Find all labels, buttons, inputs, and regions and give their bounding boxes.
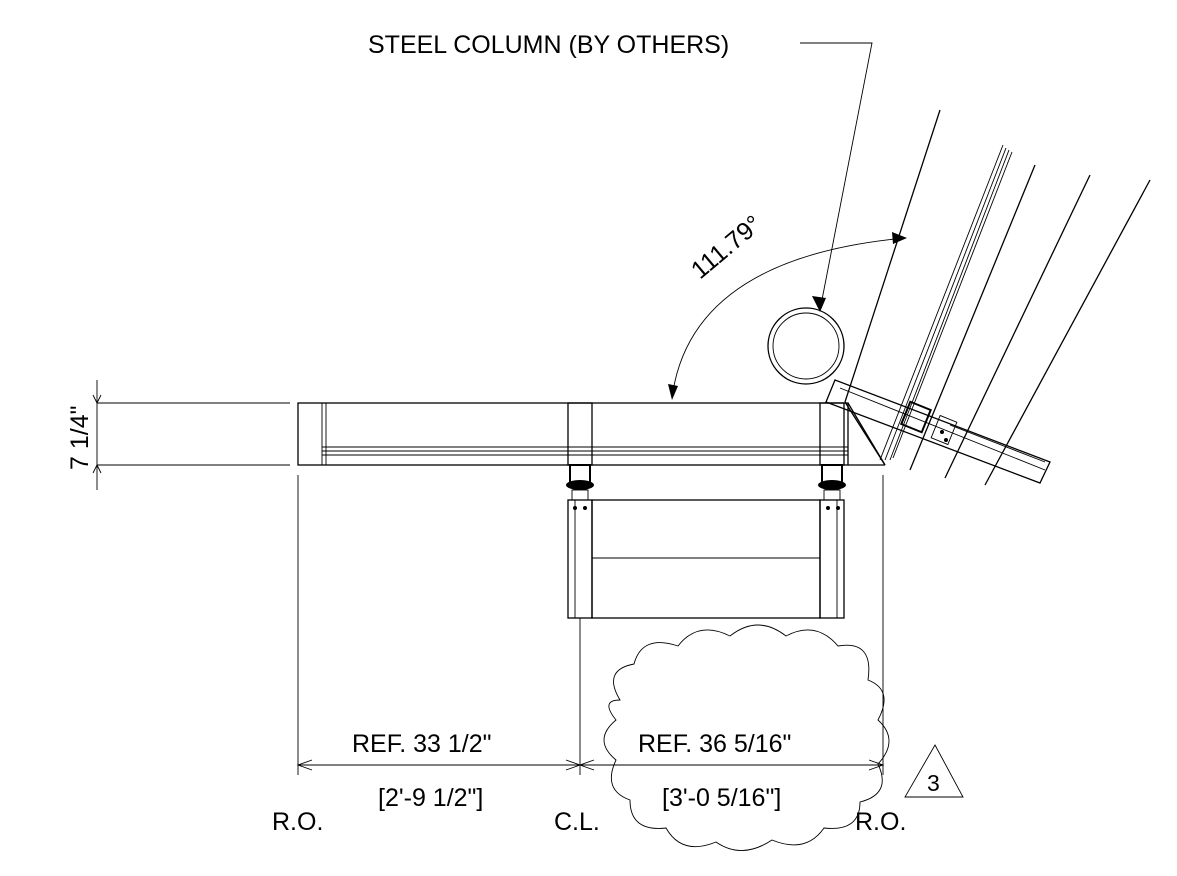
cl-label: C.L.: [554, 808, 600, 836]
height-dimension: [92, 380, 290, 490]
ro-left-label: R.O.: [272, 808, 323, 836]
lower-cabinet: [567, 499, 845, 619]
revision-number: 3: [927, 770, 940, 796]
revision-triangle: [904, 744, 964, 798]
angle-dimension: [668, 232, 907, 400]
horizontal-unit: [297, 402, 886, 466]
revision-cloud: [603, 624, 890, 851]
steel-column-leader: [800, 42, 873, 312]
steel-column-label: STEEL COLUMN (BY OTHERS): [368, 31, 729, 59]
right-dimension-feet: [3'-0 5/16"]: [662, 784, 781, 812]
ro-right-label: R.O.: [855, 808, 906, 836]
hinge-right: [818, 464, 846, 501]
height-dimension-label: 7 1/4": [66, 406, 94, 470]
steel-column-circle: [767, 307, 845, 385]
left-dimension-feet: [2'-9 1/2"]: [378, 784, 483, 812]
right-dimension-ref: REF. 36 5/16": [638, 730, 791, 758]
angle-label: 111.79°: [686, 210, 767, 285]
angled-wall-unit: [825, 109, 1151, 486]
horizontal-dimension: [296, 759, 885, 771]
left-dimension-ref: REF. 33 1/2": [352, 730, 492, 758]
hinge-left: [566, 464, 594, 501]
